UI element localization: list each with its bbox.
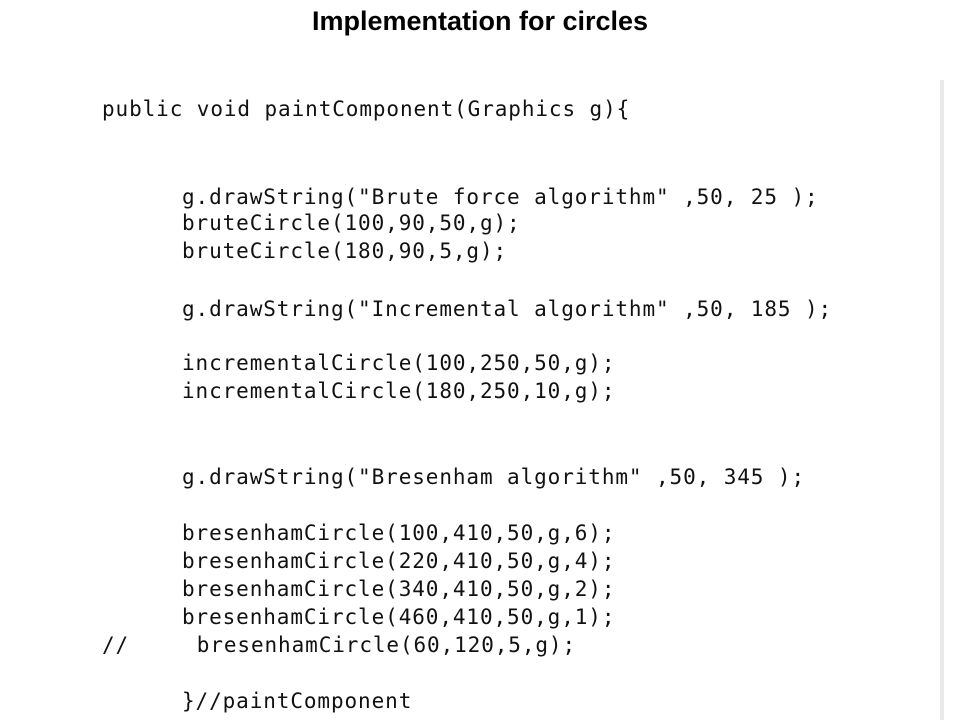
code-line-bresenham-circle-4: bresenhamCircle(460,410,50,g,1); <box>182 605 616 629</box>
code-line-bresenham-circle-2: bresenhamCircle(220,410,50,g,4); <box>182 549 616 573</box>
code-line-bresenham-label: g.drawString("Bresenham algorithm" ,50, … <box>182 465 805 489</box>
code-panel: public void paintComponent(Graphics g){ … <box>86 80 944 720</box>
code-line-bresenham-circle-1: bresenhamCircle(100,410,50,g,6); <box>182 521 616 545</box>
code-line-brute-circle-2: bruteCircle(180,90,5,g); <box>182 239 508 263</box>
code-line-brute-circle-1: bruteCircle(100,90,50,g); <box>182 211 521 235</box>
code-line-incremental-circle-1: incrementalCircle(100,250,50,g); <box>182 351 616 375</box>
code-line-incremental-circle-2: incrementalCircle(180,250,10,g); <box>182 379 616 403</box>
code-line-bresenham-circle-3: bresenhamCircle(340,410,50,g,2); <box>182 577 616 601</box>
code-line-brute-label: g.drawString("Brute force algorithm" ,50… <box>182 185 819 209</box>
code-line-method-signature: public void paintComponent(Graphics g){ <box>102 97 631 121</box>
code-line-closing-brace: }//paintComponent <box>182 689 413 713</box>
slide-title: Implementation for circles <box>311 6 649 36</box>
code-line-commented-out: // bresenhamCircle(60,120,5,g); <box>102 633 577 657</box>
panel-border <box>940 80 944 720</box>
code-line-incremental-label: g.drawString("Incremental algorithm" ,50… <box>182 297 833 321</box>
